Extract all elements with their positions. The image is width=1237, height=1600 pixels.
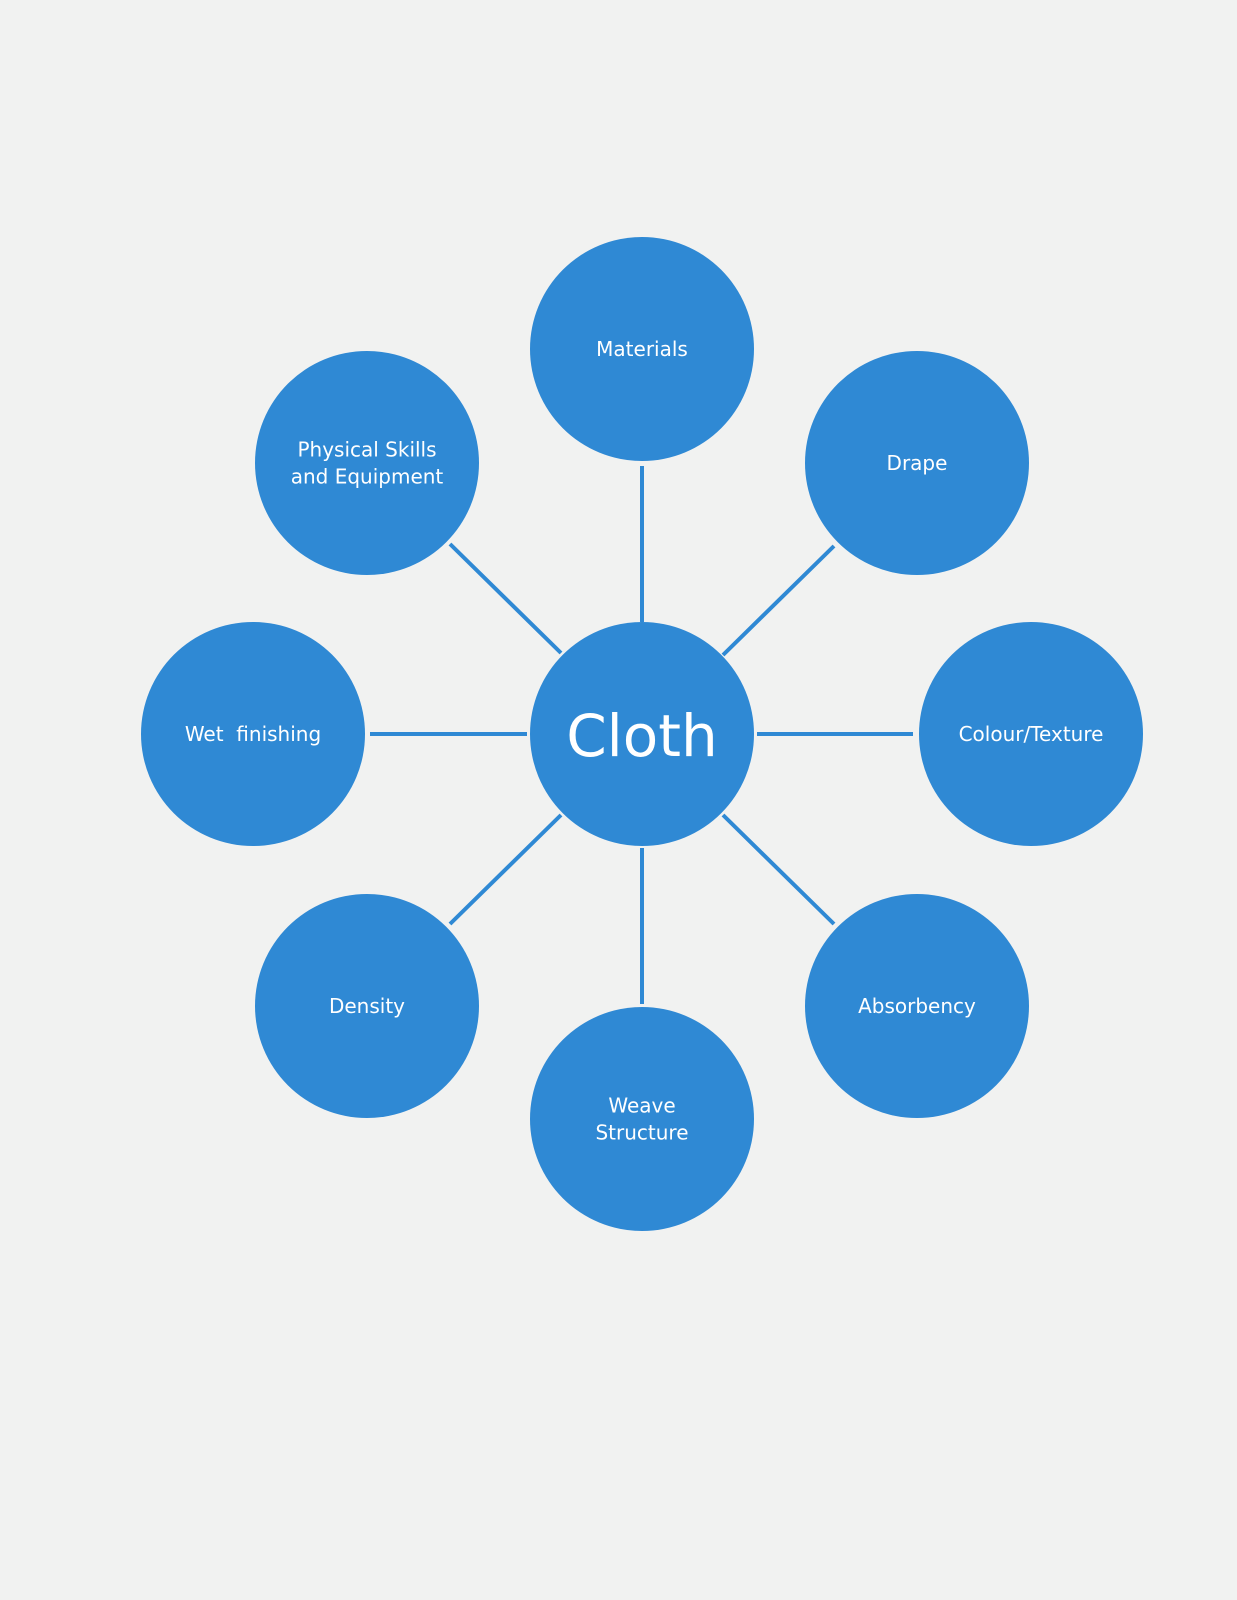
node-circle-drape (805, 351, 1029, 575)
node-colour-texture: Colour/Texture (919, 622, 1143, 846)
node-label-absorbency: Absorbency (858, 994, 976, 1018)
center-label: Cloth (566, 702, 718, 770)
outer-nodes: MaterialsDrapeColour/TextureAbsorbencyWe… (141, 237, 1143, 1231)
node-circle-physical-skills (255, 351, 479, 575)
node-absorbency: Absorbency (805, 894, 1029, 1118)
node-label-density: Density (329, 994, 405, 1018)
node-label-weave-structure-line-1: Weave (608, 1094, 675, 1118)
node-label-colour-texture: Colour/Texture (959, 722, 1104, 746)
connectors (370, 466, 913, 1004)
center-node: Cloth (530, 622, 754, 846)
node-materials: Materials (530, 237, 754, 461)
connector-absorbency (721, 813, 836, 926)
node-label-materials: Materials (596, 337, 688, 361)
node-circle-weave-structure (530, 1007, 754, 1231)
connector-density (448, 813, 563, 926)
node-density: Density (255, 894, 479, 1118)
connector-physical-skills (448, 542, 563, 655)
node-label-physical-skills-line-2: and Equipment (291, 465, 444, 489)
node-label-physical-skills-line-1: Physical Skills (297, 438, 436, 462)
node-circle-density (255, 894, 479, 1118)
node-wet-finishing: Wet finishing (141, 622, 365, 846)
center-circle (530, 622, 754, 846)
node-circle-materials (530, 237, 754, 461)
node-circle-absorbency (805, 894, 1029, 1118)
node-label-wet-finishing: Wet finishing (185, 722, 321, 746)
node-circle-wet-finishing (141, 622, 365, 846)
node-label-drape: Drape (887, 451, 948, 475)
node-circle-colour-texture (919, 622, 1143, 846)
node-physical-skills: Physical Skills and Equipment (255, 351, 479, 575)
connector-drape (721, 544, 836, 657)
node-label-weave-structure-line-2: Structure (595, 1121, 688, 1145)
node-drape: Drape (805, 351, 1029, 575)
